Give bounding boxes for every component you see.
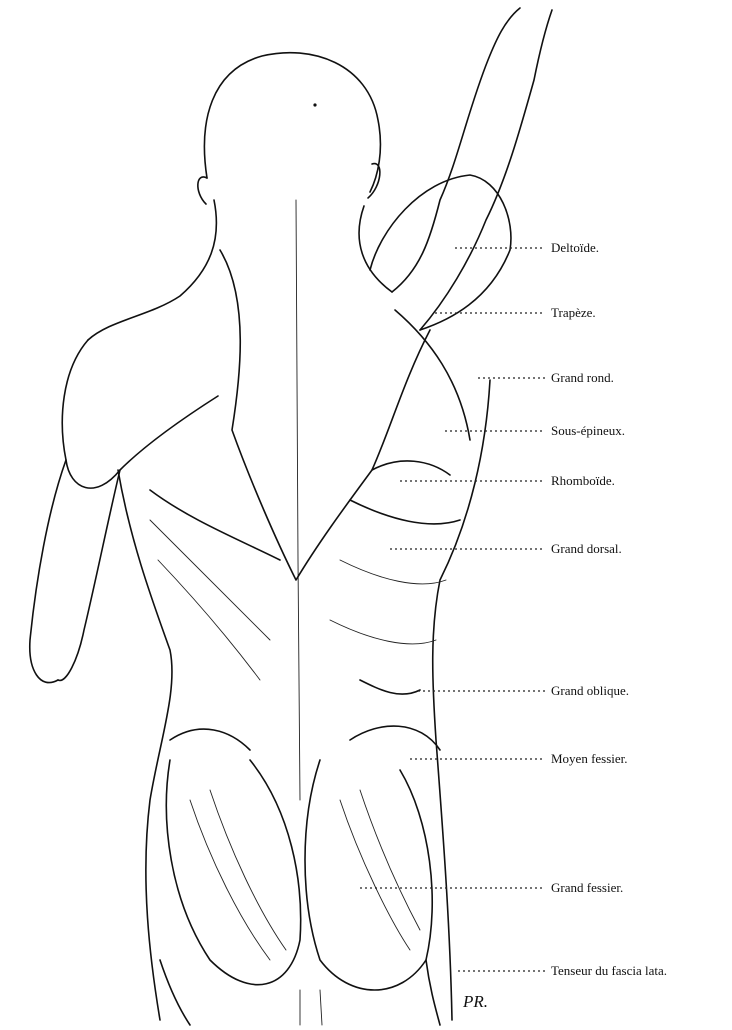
gluteus-medius-left <box>170 729 250 750</box>
gluteus-maximus-right <box>305 760 432 990</box>
label-grand-fessier: Grand fessier. <box>551 880 623 896</box>
label-grand-dorsal: Grand dorsal. <box>551 541 622 557</box>
latissimus-right <box>350 500 460 524</box>
neck-right <box>359 206 392 292</box>
rhomboid <box>372 461 450 475</box>
left-arm-outer <box>30 460 66 683</box>
torso-left <box>118 470 172 1020</box>
label-deltoide: Deltoïde. <box>551 240 599 256</box>
raised-arm-outer <box>392 8 520 292</box>
label-rhomboide: Rhomboïde. <box>551 473 615 489</box>
torso-right <box>433 380 490 1020</box>
spine-line <box>296 200 300 800</box>
thigh-right <box>426 960 440 1025</box>
label-tenseur: Tenseur du fascia lata. <box>551 963 667 979</box>
head-outline <box>204 53 380 192</box>
artist-signature: PR. <box>463 992 488 1012</box>
infraspinatus <box>395 310 470 440</box>
trapezius <box>220 250 430 580</box>
label-moyen-fessier: Moyen fessier. <box>551 751 628 767</box>
raised-arm-inner <box>420 10 552 330</box>
left-shoulder <box>62 340 218 488</box>
left-ear <box>198 177 207 204</box>
label-trapeze: Trapèze. <box>551 305 596 321</box>
dot-head <box>313 103 316 106</box>
thigh-left <box>160 960 190 1025</box>
label-sous-epineux: Sous-épineux. <box>551 423 625 439</box>
left-arm-inner <box>58 470 120 680</box>
label-grand-rond: Grand rond. <box>551 370 614 386</box>
oblique-right <box>360 680 420 694</box>
neck-left <box>88 200 216 340</box>
label-grand-oblique: Grand oblique. <box>551 683 629 699</box>
gluteus-medius-right <box>350 726 440 750</box>
gluteus-maximus-left <box>166 760 300 985</box>
